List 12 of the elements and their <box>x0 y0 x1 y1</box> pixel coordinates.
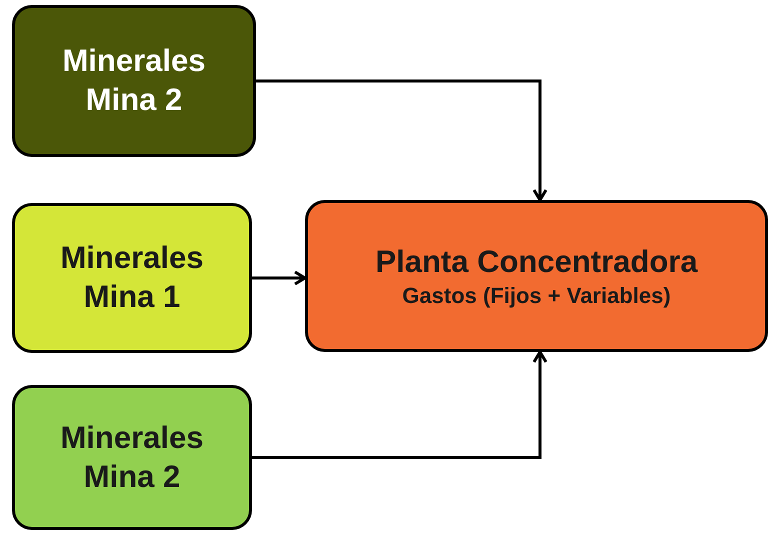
arrow <box>252 270 306 286</box>
process-box <box>12 5 256 157</box>
process-box <box>12 385 252 530</box>
box-title: Minerales Mina 2 <box>59 418 204 496</box>
arrow <box>252 350 548 459</box>
box-title: Minerales Mina 2 <box>61 42 206 119</box>
process-box <box>305 200 768 352</box>
process-box <box>12 203 252 353</box>
box-title: Minerales Mina 1 <box>59 239 204 316</box>
box-title: Planta Concentradora <box>374 242 699 281</box>
arrow <box>256 80 548 202</box>
box-subtitle: Gastos (Fijos + Variables) <box>401 282 672 310</box>
